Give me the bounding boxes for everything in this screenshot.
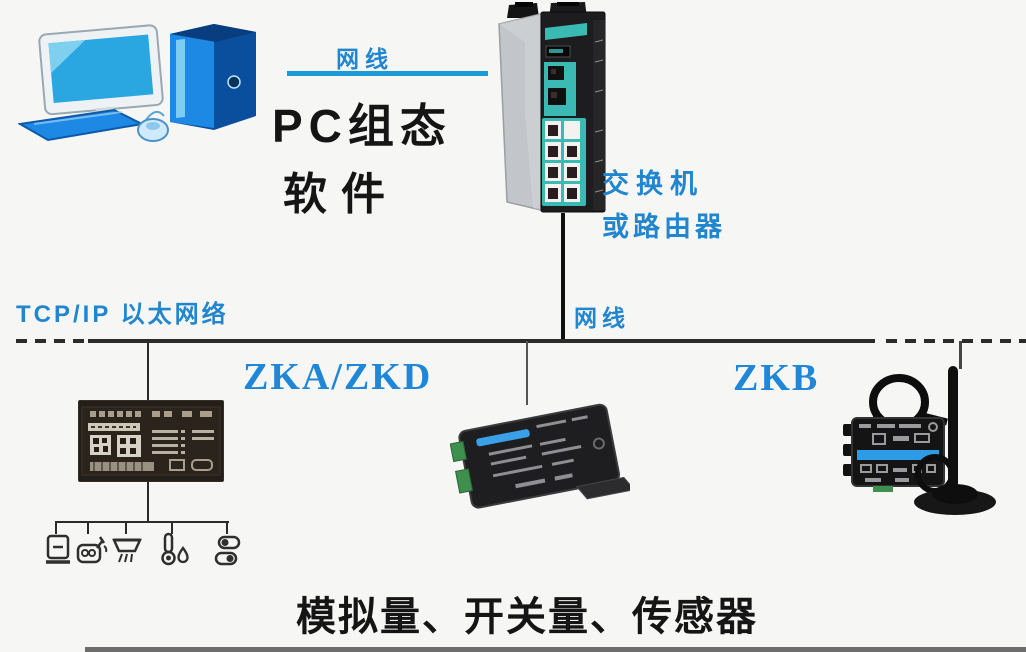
bottom-caption: 模拟量、开关量、传感器	[296, 595, 758, 639]
controller-indicator-rows	[152, 430, 214, 454]
dtu-blue-stripe	[857, 450, 939, 460]
drop-line-left-device	[147, 341, 149, 403]
sensor-drop-2	[87, 521, 89, 534]
pc-monitor	[38, 24, 164, 117]
pc-keyboard	[18, 108, 146, 142]
cable-line-pc-switch	[287, 71, 488, 76]
wireless-dtu-image	[843, 366, 996, 515]
zka-controller-image	[78, 400, 224, 482]
bottom-divider-bar	[85, 647, 1026, 652]
sensor-drop-1	[55, 521, 57, 534]
serial-server-image	[450, 403, 630, 509]
controller-qr-codes	[90, 435, 141, 457]
switch-label-line1: 交换机	[602, 169, 704, 199]
sensor-drop-5	[226, 521, 228, 534]
drop-line-center-device	[526, 341, 528, 405]
pc-mouse-cable	[145, 110, 165, 121]
ethernet-switch-image	[498, 2, 606, 213]
switch-label-line2: 或路由器	[602, 212, 726, 242]
dtu-mounting-ears	[843, 424, 853, 476]
cable-label-mid: 网线	[574, 305, 630, 331]
drop-line-right-device	[959, 341, 962, 369]
cable-label-top: 网线	[336, 46, 394, 72]
desktop-computer-image	[18, 24, 256, 142]
meter-icon	[46, 534, 70, 564]
pc-tower-highlight	[176, 39, 185, 118]
cable-line-switch-bus	[561, 213, 565, 341]
antenna-rod	[948, 366, 958, 496]
gas-meter-icon	[76, 536, 108, 564]
controller-top-terminals	[90, 411, 212, 417]
zka-branch-label: ZKA/ZKD	[243, 356, 433, 398]
serial-server-terminal-1	[450, 440, 468, 463]
switch-rj45-ports	[545, 121, 580, 202]
toggle-switch-icon	[214, 535, 241, 566]
pc-title-line1: PC组态	[272, 100, 452, 152]
ethernet-bus-line	[88, 339, 875, 343]
serial-server-bracket	[575, 476, 630, 500]
sensor-manifold-line	[55, 521, 229, 523]
serial-server-markings	[488, 415, 588, 489]
thermometer-humidity-icon	[161, 532, 189, 566]
dtu-top-markings	[859, 422, 938, 445]
pc-power-button	[227, 75, 241, 89]
serial-server-label-stripe	[476, 429, 530, 447]
sensor-drop-3	[125, 521, 127, 534]
pc-tower-top	[170, 24, 256, 42]
pc-title-line2: 软件	[283, 170, 399, 219]
controller-sensor-trunk-line	[147, 481, 149, 523]
zkb-branch-label: ZKB	[733, 357, 820, 399]
serial-server-terminal-2	[454, 468, 474, 494]
dtu-terminal	[873, 486, 893, 492]
switch-brand-label	[545, 23, 587, 40]
controller-bottom-terminals	[90, 459, 213, 471]
detector-icon	[112, 538, 142, 563]
sensor-drop-4	[171, 521, 173, 534]
ethernet-bus-dashed-right	[886, 339, 1026, 343]
network-label: TCP/IP 以太网络	[16, 301, 229, 328]
switch-side-strip	[593, 20, 605, 210]
ethernet-bus-dashed-left	[16, 339, 88, 343]
